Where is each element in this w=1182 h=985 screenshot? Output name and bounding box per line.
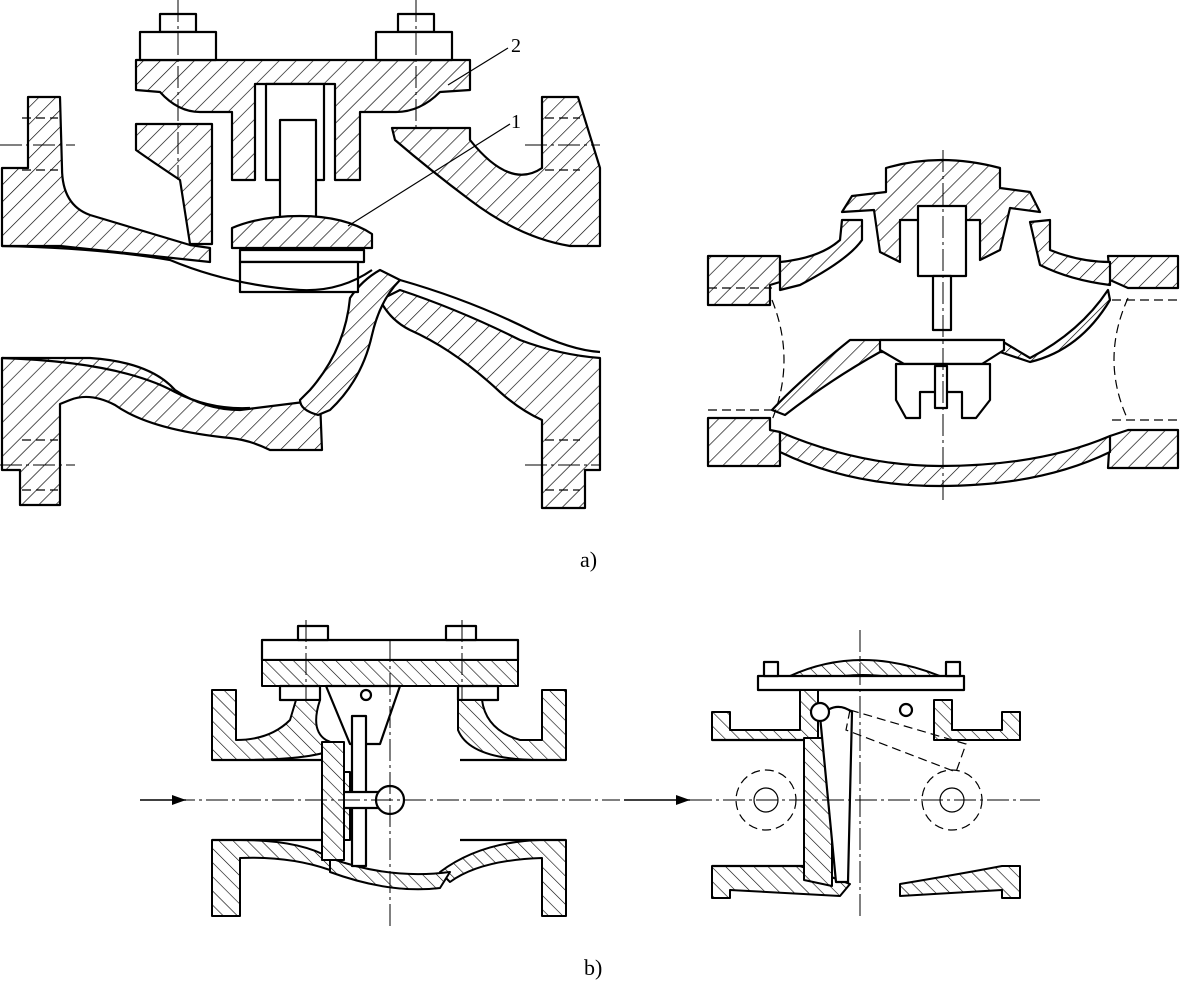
- swing-check-valve-section-1: [140, 620, 620, 930]
- part-label-2: 2: [511, 35, 521, 57]
- lift-check-valve-flanged-section: 2 1: [0, 0, 602, 510]
- caption-b: b): [584, 955, 602, 980]
- part-label-1: 1: [511, 111, 521, 133]
- swing-check-valve-section-2: [624, 630, 1040, 920]
- lift-check-valve-threaded-section: [706, 150, 1180, 500]
- caption-a: a): [580, 547, 597, 572]
- bolt-right: [374, 12, 454, 62]
